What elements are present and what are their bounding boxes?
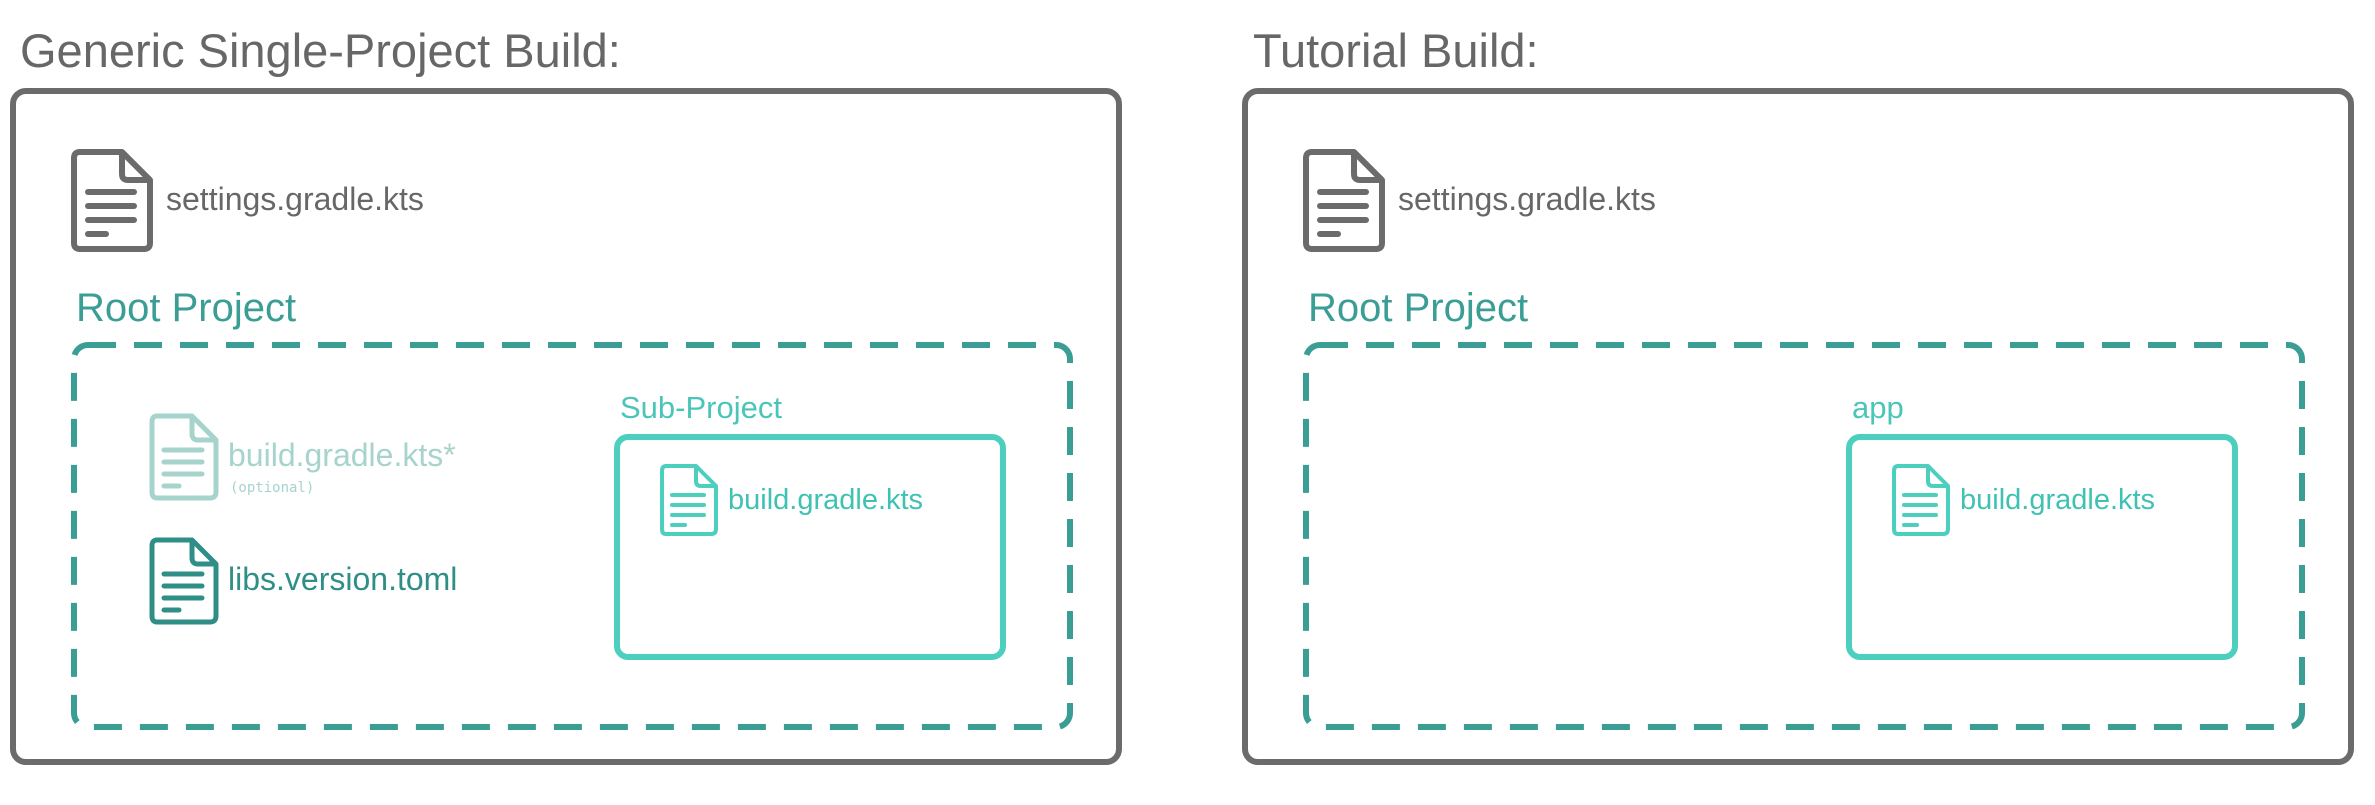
document-icon <box>660 464 718 536</box>
optional-note: (optional) <box>230 480 315 496</box>
libs-file-label: libs.version.toml <box>228 561 458 597</box>
build-frame <box>1242 88 2354 765</box>
panel-title: Tutorial Build: <box>1253 24 1539 77</box>
document-icon <box>1892 464 1950 536</box>
subproject-box <box>1846 434 2238 660</box>
document-icon <box>149 413 219 501</box>
root-project-label: Root Project <box>76 286 297 330</box>
settings-file-label: settings.gradle.kts <box>166 181 424 217</box>
settings-file-label: settings.gradle.kts <box>1398 181 1656 217</box>
subproject-build-file-label: build.gradle.kts <box>728 484 924 516</box>
build-frame <box>10 88 1122 765</box>
subproject-label: app <box>1852 390 1904 425</box>
root-project-label: Root Project <box>1308 286 1529 330</box>
subproject-label: Sub-Project <box>620 390 782 425</box>
root-build-file-label: build.gradle.kts* <box>228 437 456 473</box>
document-icon <box>1303 149 1385 252</box>
subproject-build-file-label: build.gradle.kts <box>1960 484 2156 516</box>
root-project-boundary <box>1303 342 2305 730</box>
document-icon <box>71 149 153 252</box>
document-icon <box>149 537 219 625</box>
subproject-box <box>614 434 1006 660</box>
panel-title: Generic Single-Project Build: <box>20 24 621 77</box>
root-project-boundary <box>71 342 1073 730</box>
